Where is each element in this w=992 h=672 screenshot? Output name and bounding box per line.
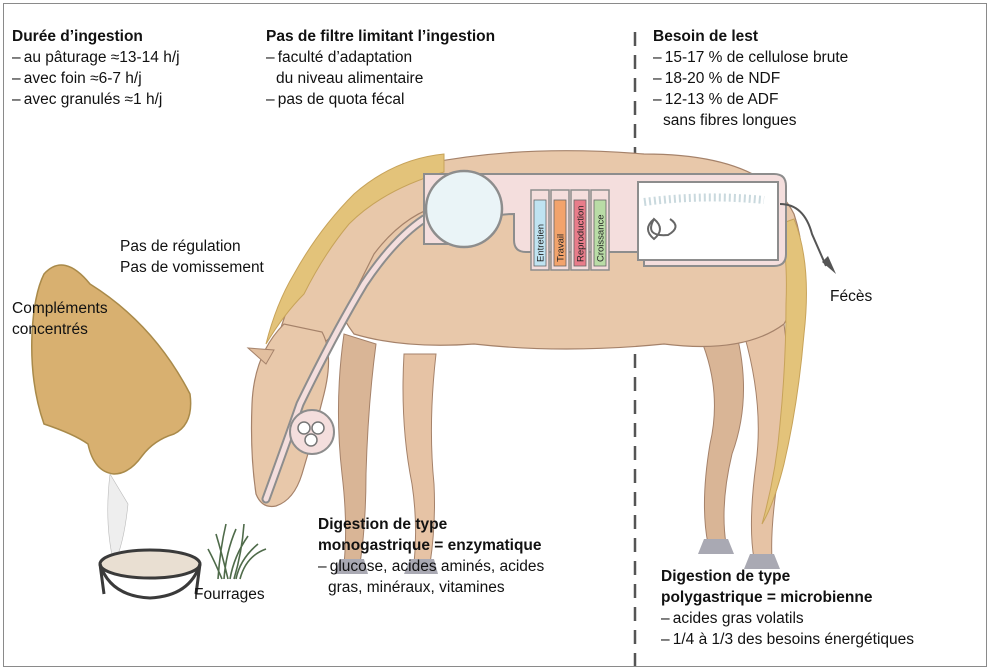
regulation-block: Pas de régulation Pas de vomissement: [120, 236, 264, 278]
ballast-block: Besoin de lest 15-17 % de cellulose brut…: [653, 26, 848, 131]
monogastric-line: glucose, acides aminés, acides: [318, 556, 544, 577]
monogastric-title: monogastrique = enzymatique: [318, 535, 544, 556]
monogastric-block: Digestion de type monogastrique = enzyma…: [318, 514, 544, 598]
forage-grass-icon: [208, 524, 266, 579]
ingestion-line: au pâturage ≈13-14 h/j: [12, 47, 180, 68]
feed-bowl-icon: [100, 550, 200, 578]
hoof-icon: [698, 539, 734, 554]
filter-block: Pas de filtre limitant l’ingestion facul…: [266, 26, 495, 110]
meter-label: Croissance: [596, 214, 607, 262]
supplements-line: concentrés: [12, 319, 108, 340]
diagram-frame: Entretien Travail Reproduction Croissance D…: [3, 3, 987, 667]
hindgut-chamber: [638, 182, 778, 260]
ballast-line: 12-13 % de ADF: [653, 89, 848, 110]
polygastric-block: Digestion de type polygastrique = microb…: [661, 566, 914, 650]
meter-label: Reproduction: [576, 205, 587, 262]
feces-label: Fécès: [830, 286, 872, 307]
regulation-line: Pas de vomissement: [120, 257, 264, 278]
polygastric-line: 1/4 à 1/3 des besoins énergétiques: [661, 629, 914, 650]
filter-title: Pas de filtre limitant l’ingestion: [266, 26, 495, 47]
horse-hind-leg-1: [694, 324, 744, 544]
ballast-line: sans fibres longues: [653, 110, 848, 131]
meter-label: Travail: [556, 234, 567, 262]
ballast-line: 18-20 % de NDF: [653, 68, 848, 89]
ballast-line: 15-17 % de cellulose brute: [653, 47, 848, 68]
supplements-block: Compléments concentrés: [12, 298, 108, 340]
monogastric-title: Digestion de type: [318, 514, 544, 535]
filter-line: faculté d’adaptation: [266, 47, 495, 68]
mouth-chamber: [290, 410, 334, 454]
arrow-head-icon: [822, 256, 836, 274]
feed-bag-icon: [32, 265, 191, 474]
monogastric-line: gras, minéraux, vitamines: [318, 577, 544, 598]
filter-line: pas de quota fécal: [266, 89, 495, 110]
polygastric-line: acides gras volatils: [661, 608, 914, 629]
regulation-line: Pas de régulation: [120, 236, 264, 257]
ingestion-line: avec granulés ≈1 h/j: [12, 89, 180, 110]
ingestion-title: Durée d’ingestion: [12, 26, 180, 47]
meter-label: Entretien: [536, 224, 547, 262]
forage-label: Fourrages: [194, 584, 265, 605]
ingestion-duration-block: Durée d’ingestion au pâturage ≈13-14 h/j…: [12, 26, 180, 110]
supplements-line: Compléments: [12, 298, 108, 319]
polygastric-title: polygastrique = microbienne: [661, 587, 914, 608]
polygastric-title: Digestion de type: [661, 566, 914, 587]
ballast-title: Besoin de lest: [653, 26, 848, 47]
ingestion-line: avec foin ≈6-7 h/j: [12, 68, 180, 89]
filter-line: du niveau alimentaire: [266, 68, 495, 89]
stomach-chamber: [426, 171, 502, 247]
